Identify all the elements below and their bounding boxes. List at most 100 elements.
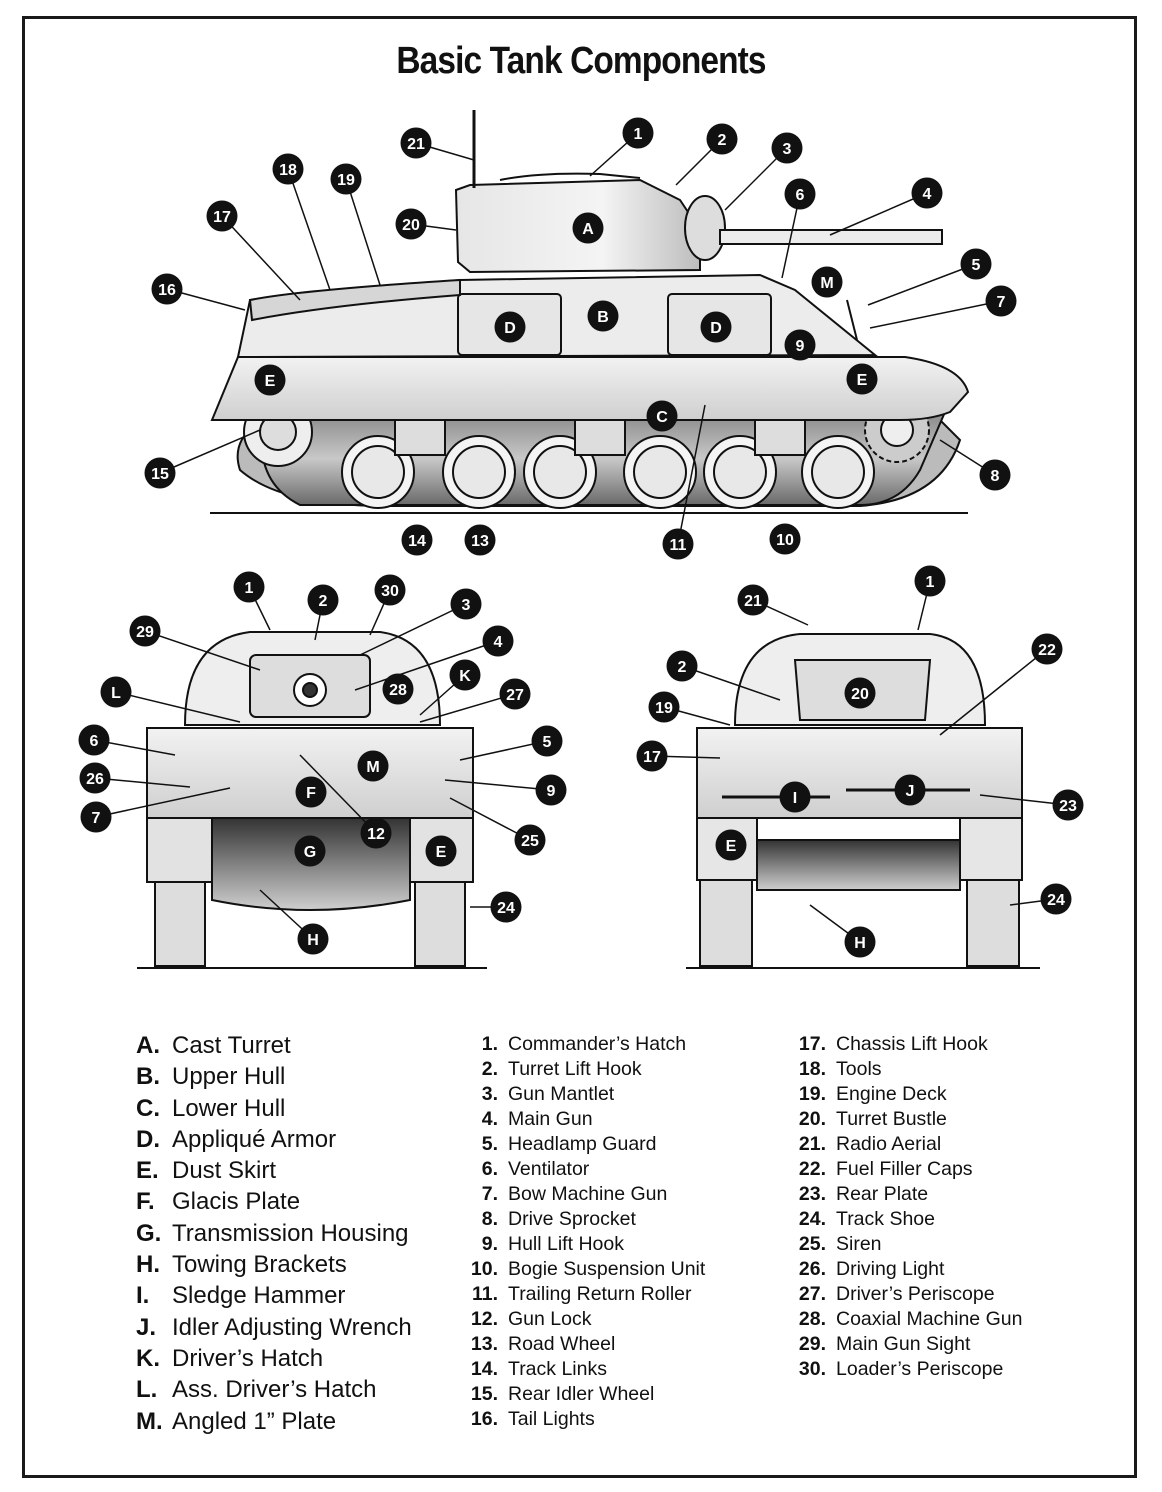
callout-circle [294,835,326,867]
number-legend-key: 19. [798,1083,826,1105]
number-legend-label: Bow Machine Gun [508,1183,668,1205]
number-legend-key: 28. [798,1308,826,1330]
letter-legend-key: J. [136,1313,157,1341]
callout-label: J [906,783,915,800]
callout-label: 3 [462,597,471,614]
page-border [22,16,1137,1478]
callout-circle [771,132,803,164]
letter-legend-key: E. [136,1157,159,1185]
callout-marker: 1 [233,571,265,603]
number-legend-label: Track Shoe [836,1208,935,1230]
number-legend-row: 25.Siren [788,1232,1022,1257]
callout-marker: 4 [482,625,514,657]
callout-circle [846,363,878,395]
callout-circle [894,774,926,806]
road-wheels [341,435,875,509]
callout-leader-line [869,300,1002,329]
callout-marker: 21 [737,584,769,616]
number-legend-key: 14. [470,1358,498,1380]
callout-circle [784,178,816,210]
callout-circle [297,923,329,955]
callout-circle [464,524,496,556]
callout-label: 24 [497,900,515,917]
callout-marker: 5 [531,725,563,757]
callout-label: 23 [1059,798,1077,815]
letter-legend-key: M. [136,1407,163,1435]
callout-circle [514,824,546,856]
callout-label: L [111,685,121,702]
number-legend-row: 23.Rear Plate [788,1182,1022,1207]
callout-marker: 28 [382,673,414,705]
callout-circle [979,459,1011,491]
number-legend-key: 7. [481,1183,498,1205]
callout-label: 4 [923,186,932,203]
number-legend-key: 15. [470,1383,498,1405]
number-legend-row: 14.Track Links [460,1357,705,1382]
callout-circle [1031,633,1063,665]
page-title: Basic Tank Components [396,40,766,82]
callout-marker: L [100,676,132,708]
number-legend-key: 12. [470,1308,498,1330]
callout-circle [450,588,482,620]
number-legend-key: 30. [798,1358,826,1380]
callout-marker: 3 [771,132,803,164]
callout-label: M [820,275,833,292]
callout-label: 17 [643,749,661,766]
rear-lower-housing [756,839,961,891]
callout-label: 1 [245,580,254,597]
callout-circle [706,123,738,155]
callout-marker: 22 [1031,633,1063,665]
callout-marker: 1 [914,565,946,597]
callout-marker: 20 [395,208,427,240]
callout-marker: 14 [401,524,433,556]
callout-label: E [265,373,276,390]
callout-circle [646,400,678,432]
callout-leader-line [221,215,301,301]
callout-label: 13 [471,533,489,550]
number-legend-row: 11.Trailing Return Roller [460,1282,705,1307]
callout-label: 9 [796,338,805,355]
callout-marker: H [844,926,876,958]
number-legend-label: Loader’s Periscope [836,1358,1004,1380]
callout-leader-line [144,630,261,671]
callout-marker: C [646,400,678,432]
callout-label: D [504,320,516,337]
callout-leader-line [677,404,706,545]
callout-label: 5 [972,257,981,274]
callout-label: E [857,372,868,389]
number-legend-label: Coaxial Machine Gun [836,1308,1023,1330]
callout-marker: I [779,781,811,813]
callout-circle [100,676,132,708]
callout-label: 30 [381,583,399,600]
callout-circle [360,817,392,849]
rear-view [686,633,1040,969]
number-legend-key: 2. [481,1058,498,1080]
number-legend-row: 22.Fuel Filler Caps [788,1157,1022,1182]
callout-label: 1 [926,574,935,591]
letter-legend-row: F.Glacis Plate [136,1186,412,1217]
callout-marker: 27 [499,678,531,710]
callout-circle [144,457,176,489]
letter-legend-row: B.Upper Hull [136,1061,412,1092]
callout-circle [78,724,110,756]
callout-circle [648,691,680,723]
number-legend-key: 16. [470,1408,498,1430]
number-legend-label: Radio Aerial [836,1133,942,1155]
dust-skirt [210,356,970,421]
callout-marker: D [700,311,732,343]
letter-legend-label: Transmission Housing [172,1219,409,1247]
number-legend-label: Tools [836,1058,882,1080]
callout-marker: G [294,835,326,867]
callout-circle [449,659,481,691]
letter-legend-row: H.Towing Brackets [136,1249,412,1280]
number-legend-label: Fuel Filler Caps [836,1158,973,1180]
callout-marker: D [494,311,526,343]
callout-label: H [307,932,319,949]
callout-circle [811,266,843,298]
callout-marker: 7 [80,801,112,833]
callout-circle [425,835,457,867]
callout-marker: M [357,750,389,782]
callout-marker: E [846,363,878,395]
